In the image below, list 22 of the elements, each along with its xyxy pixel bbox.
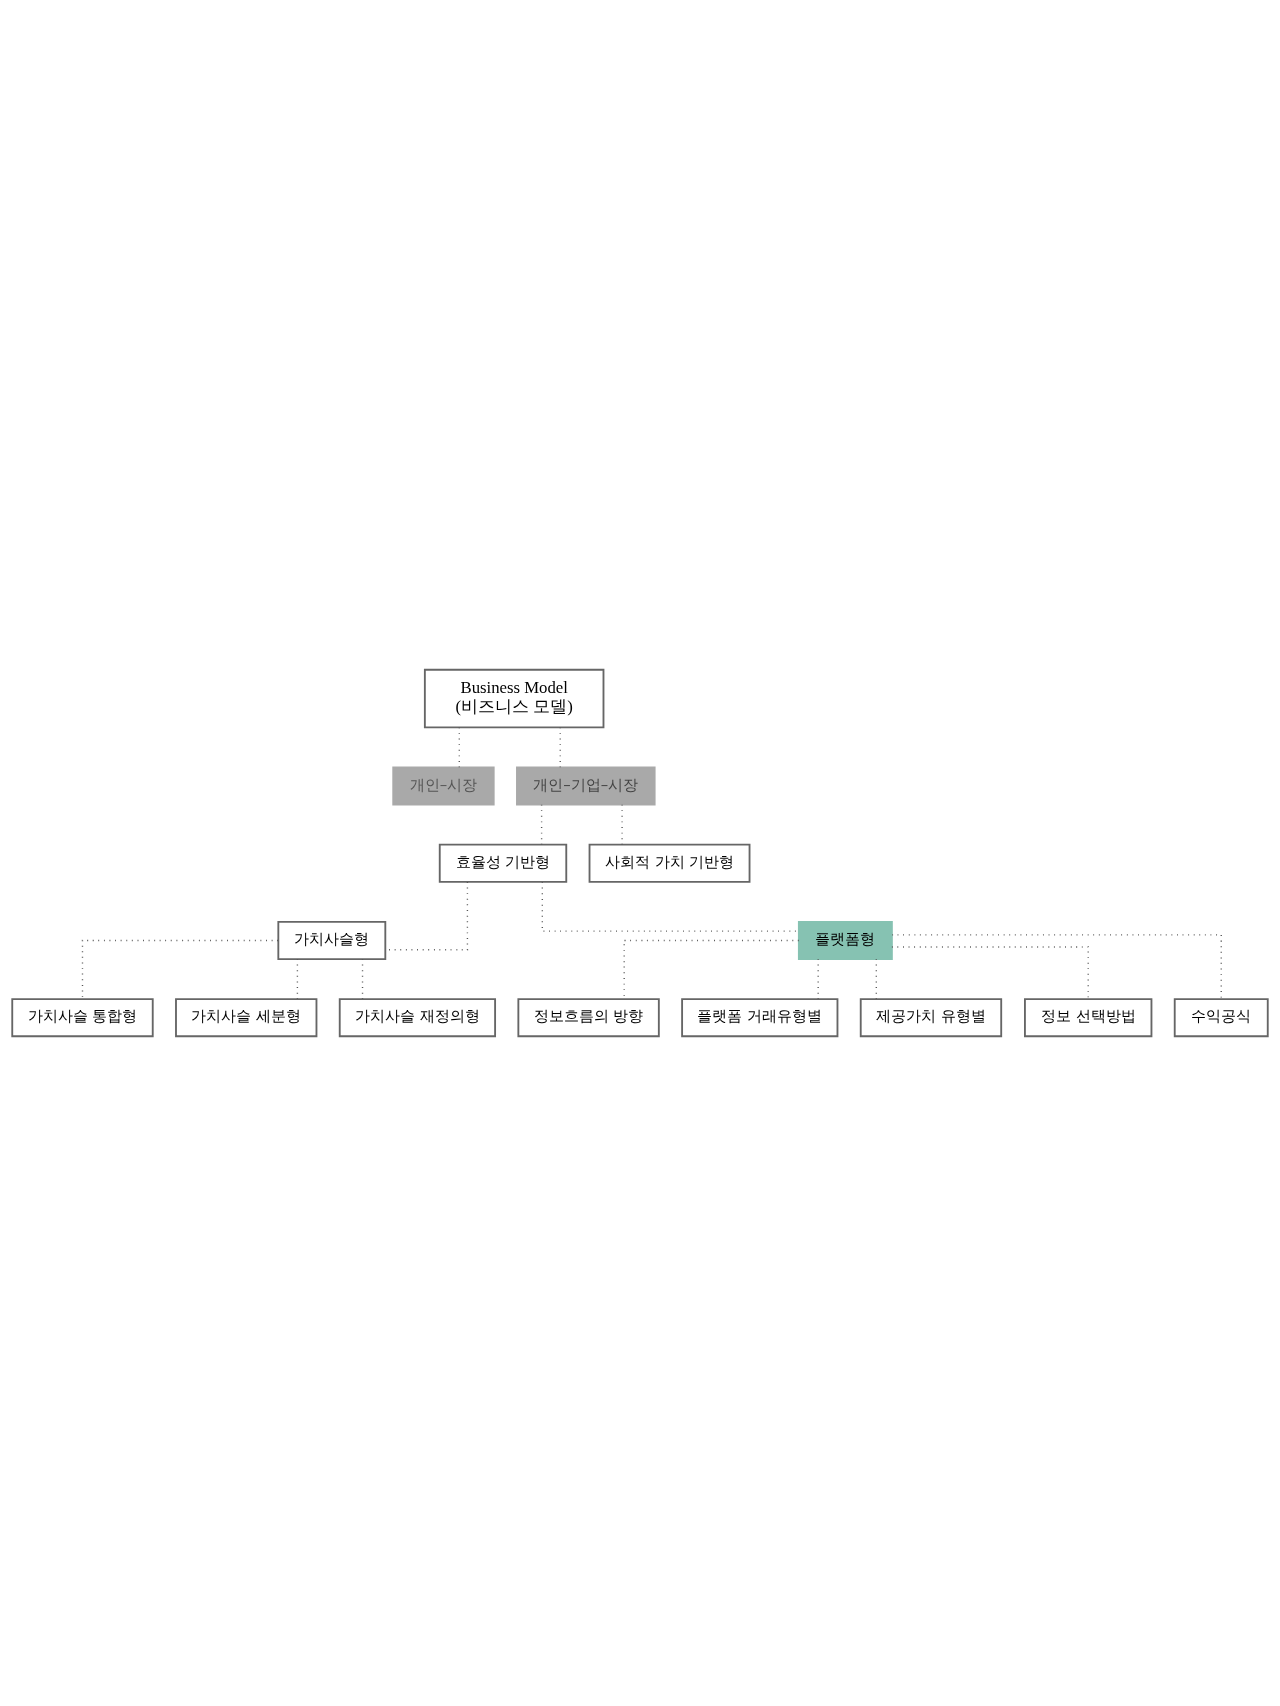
connector: [81, 939, 279, 1000]
node-box: 효율성 기반형: [438, 843, 568, 883]
connector: [891, 946, 1089, 1000]
connector: [817, 958, 819, 1000]
node-box: 사회적 가치 기반형: [588, 843, 751, 883]
node-box: 가치사슬형: [277, 920, 387, 960]
connector: [875, 958, 877, 1000]
connector: [361, 958, 364, 1000]
node-box: 플랫폼 거래유형별: [681, 998, 839, 1038]
node-box: 정보흐름의 방향: [517, 998, 660, 1038]
node-box: 가치사슬 통합형: [11, 998, 154, 1038]
node-box: 정보 선택방법: [1024, 998, 1153, 1038]
node-box: 가치사슬 재정의형: [338, 998, 497, 1038]
connector: [891, 934, 1222, 1000]
connector: [296, 958, 299, 1000]
node-box: 개인–시장: [392, 766, 495, 806]
node-box: 플랫폼형: [797, 920, 893, 960]
node-box: Business Model (비즈니스 모델): [423, 668, 605, 729]
node-box: 가치사슬 세분형: [175, 998, 318, 1038]
node-box: 수익공식: [1173, 998, 1269, 1038]
node-box: 제공가치 유형별: [859, 998, 1003, 1038]
node-box: 개인–기업–시장: [516, 766, 656, 806]
